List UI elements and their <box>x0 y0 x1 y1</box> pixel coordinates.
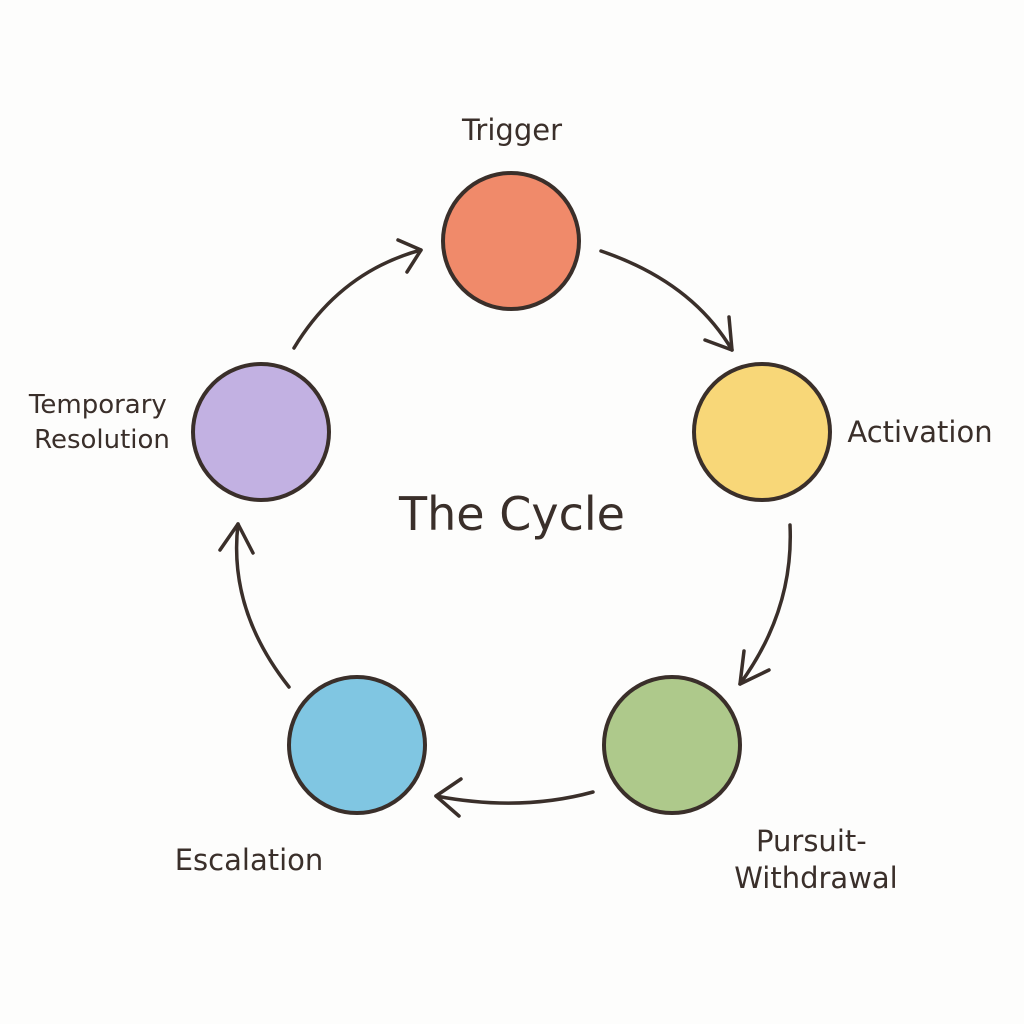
arrowhead-activation-to-pursuit <box>738 649 771 686</box>
stage-label-line: Escalation <box>175 843 324 877</box>
arrow-activation-to-pursuit <box>738 523 793 686</box>
arrowhead-escalation-to-resolution <box>218 522 255 555</box>
stage-circle-pursuit-withdrawal <box>602 675 742 815</box>
arrowhead-trigger-to-activation <box>703 315 734 352</box>
stage-label-trigger: Trigger <box>461 113 562 147</box>
stage-label-pursuit-withdrawal: Pursuit- Withdrawal <box>734 824 898 895</box>
stage-label-temporary-resolution: Temporary Resolution <box>28 390 175 455</box>
arrow-escalation-to-resolution <box>234 522 291 689</box>
arrowhead-pursuit-to-escalation <box>434 777 463 818</box>
arrow-trigger-to-activation <box>599 249 734 352</box>
stage-circle-temporary-resolution <box>191 362 331 502</box>
stage-label-escalation: Escalation <box>175 843 324 877</box>
stage-label-line: Resolution <box>34 425 170 455</box>
stage-label-line: Temporary <box>28 390 167 420</box>
stage-label-line: Withdrawal <box>734 861 898 895</box>
arrowhead-resolution-to-trigger <box>396 238 423 274</box>
stage-circle-escalation <box>287 675 427 815</box>
stage-circle-trigger <box>441 171 581 311</box>
stage-label-activation: Activation <box>847 415 992 449</box>
arrow-resolution-to-trigger <box>292 248 423 350</box>
arrow-pursuit-to-escalation <box>434 790 595 805</box>
stage-label-line: Pursuit- <box>756 824 867 858</box>
center-title: The Cycle <box>398 487 625 541</box>
stage-label-line: Trigger <box>461 113 562 147</box>
stage-circle-activation <box>692 362 832 502</box>
stage-label-line: Activation <box>847 415 992 449</box>
